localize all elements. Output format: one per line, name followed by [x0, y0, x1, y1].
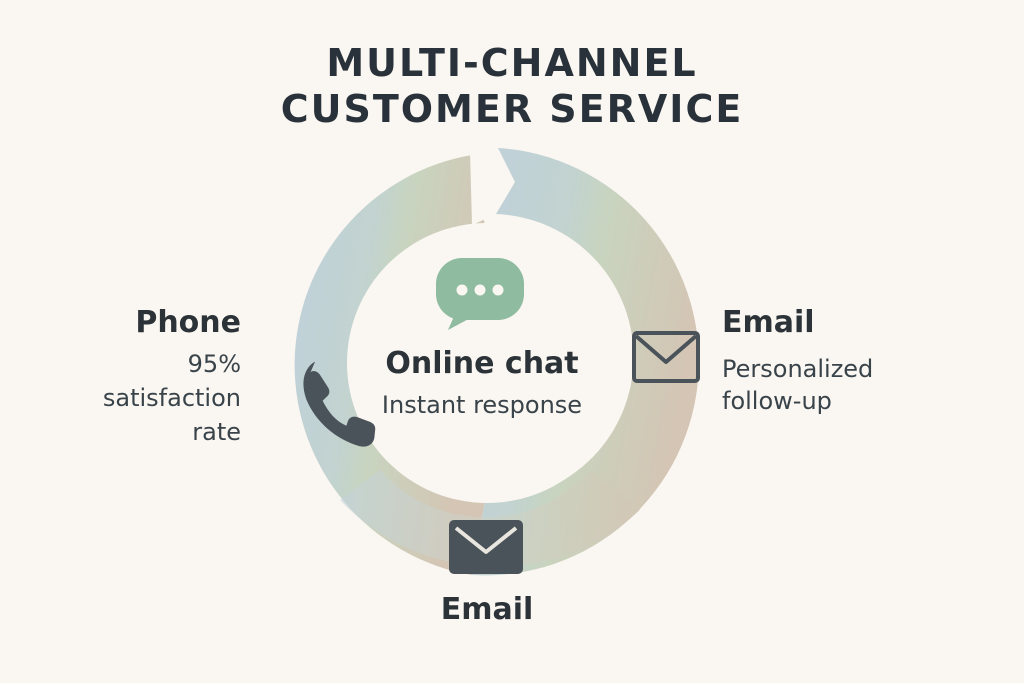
phone-detail-line-2: satisfaction	[102, 384, 241, 412]
title-line-1: MULTI-CHANNEL	[326, 41, 698, 85]
email-bottom-channel-label: Email	[387, 592, 587, 628]
ring-inner-disk	[347, 223, 627, 503]
phone-detail-line-3: rate	[192, 418, 241, 446]
ring-bottom-blend	[340, 470, 640, 567]
phone-detail-line-1: 95%	[187, 350, 241, 378]
phone-icon	[303, 361, 376, 447]
chat-bubble-icon	[436, 258, 524, 330]
envelope-icon	[632, 331, 700, 383]
chat-channel-name: Online chat	[385, 346, 579, 381]
phone-channel-detail: 95% satisfaction rate	[103, 347, 241, 449]
email-right-channel-label: Email Personalized follow-up	[722, 305, 873, 417]
email-bottom-channel-name: Email	[440, 592, 534, 627]
ring-right-segment	[472, 148, 699, 576]
email-right-channel-detail: Personalized follow-up	[722, 353, 873, 417]
ring-arrow-notch	[470, 150, 510, 225]
email-right-channel-name: Email	[722, 305, 815, 340]
chat-channel-label: Online chat Instant response	[362, 346, 602, 422]
phone-channel-label: Phone 95% satisfaction rate	[103, 305, 241, 449]
phone-channel-name: Phone	[135, 305, 241, 340]
title-line-2: CUSTOMER SERVICE	[280, 87, 744, 131]
email-right-detail-line-2: follow-up	[722, 387, 832, 415]
email-right-detail-line-1: Personalized	[722, 355, 874, 383]
chat-channel-detail: Instant response	[381, 391, 583, 419]
ring-left-segment	[294, 155, 485, 575]
page-title: MULTI-CHANNEL CUSTOMER SERVICE	[0, 40, 1024, 132]
cycle-ring	[294, 148, 699, 576]
envelope-icon	[449, 520, 523, 574]
